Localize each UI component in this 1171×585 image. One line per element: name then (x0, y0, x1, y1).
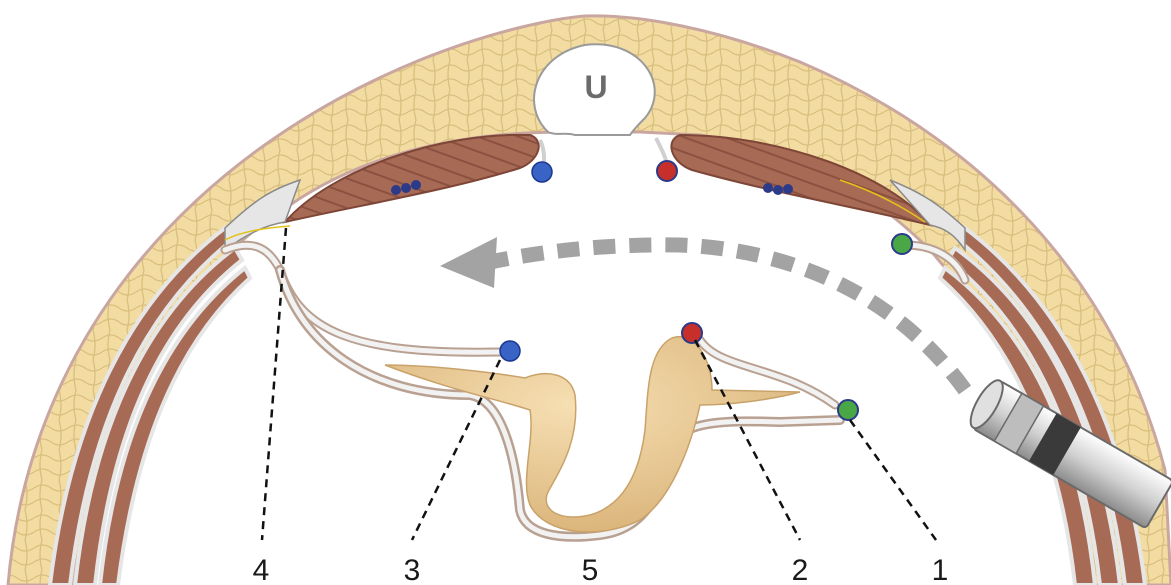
marker-green-lower (838, 400, 858, 420)
callout-leader-lines (262, 228, 936, 540)
callout-label-1: 1 (932, 554, 949, 585)
leader-line-4 (262, 228, 286, 540)
umbilicus-label: U (584, 69, 607, 105)
callout-labels: 4 3 5 2 1 (253, 554, 949, 585)
marker-red-lower (682, 323, 702, 343)
marker-green-upper (892, 234, 912, 254)
marker-blue-lower (500, 341, 520, 361)
leader-line-1 (850, 420, 936, 540)
callout-label-4: 4 (253, 554, 270, 585)
callout-label-2: 2 (792, 554, 809, 585)
callout-label-3: 3 (404, 554, 421, 585)
callout-label-5: 5 (582, 554, 599, 585)
peritoneal-flap (225, 245, 965, 405)
